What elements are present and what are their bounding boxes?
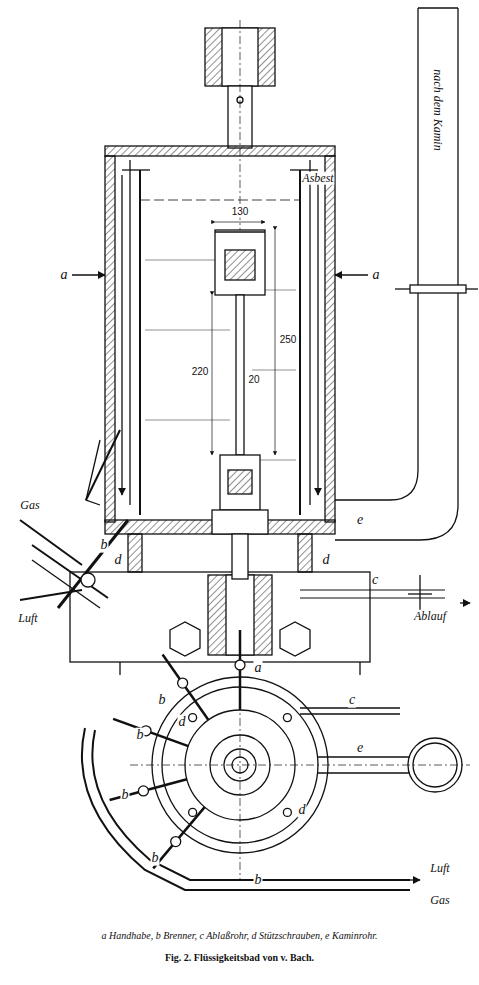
callout-letter: b — [254, 873, 263, 888]
callout-letter: a — [254, 661, 263, 676]
callout-letter: b — [158, 693, 167, 708]
screw-hole — [189, 714, 197, 722]
plan-view — [130, 670, 470, 880]
screw-hole — [283, 714, 291, 722]
pipe-label: Luft — [17, 612, 38, 625]
lid — [105, 146, 335, 156]
callout-letter: b — [100, 538, 109, 553]
gas-manifold — [92, 730, 410, 880]
dimension: 250 — [279, 335, 298, 346]
upper-grip — [215, 230, 265, 295]
burner-tube — [163, 654, 209, 720]
lower-frame — [70, 572, 370, 662]
section-mark: a — [60, 268, 69, 283]
dimension: 220 — [191, 367, 210, 378]
asbestos-wall — [105, 156, 115, 522]
chimney-section — [408, 738, 462, 792]
callout-letter: d — [114, 553, 123, 568]
dimension: 20 — [247, 375, 260, 386]
callout-letter: d — [298, 803, 307, 818]
figure-caption: Fig. 2. Flüssigkeitsbad von v. Bach. — [0, 952, 479, 963]
screw-hole — [189, 808, 197, 816]
support-screw — [128, 534, 142, 572]
caption-key: a Handhabe, b Brenner, c Ablaßrohr, d St… — [0, 930, 479, 941]
callout-letter: e — [356, 513, 364, 528]
lower-grip — [220, 455, 260, 510]
pipe-label: Luft — [429, 862, 450, 875]
burner-tube — [153, 807, 204, 868]
burner — [20, 430, 128, 608]
dimension: 130 — [231, 207, 250, 218]
pipe-label: Gas — [429, 894, 450, 907]
callout-letter: c — [348, 693, 356, 708]
callout-letter: b — [121, 788, 130, 803]
flow-note: nach dem Kamin — [432, 68, 445, 151]
callout-letter: b — [136, 728, 145, 743]
callout-letter: d — [178, 715, 187, 730]
screw-hole — [283, 808, 291, 816]
pipe-label: Ablauf — [413, 610, 447, 623]
material-label: Asbest — [301, 172, 334, 185]
callout-letter: b — [151, 851, 160, 866]
liquid-level — [140, 200, 300, 201]
chimney-pipe — [335, 8, 478, 540]
callout-letter: e — [356, 741, 364, 756]
callout-letter: d — [322, 553, 331, 568]
pipe-label: Gas — [19, 499, 40, 512]
flue-gas-arrow — [121, 175, 122, 495]
section-mark: a — [372, 268, 381, 283]
test-specimen — [236, 295, 244, 455]
callout-letter: c — [371, 573, 379, 588]
